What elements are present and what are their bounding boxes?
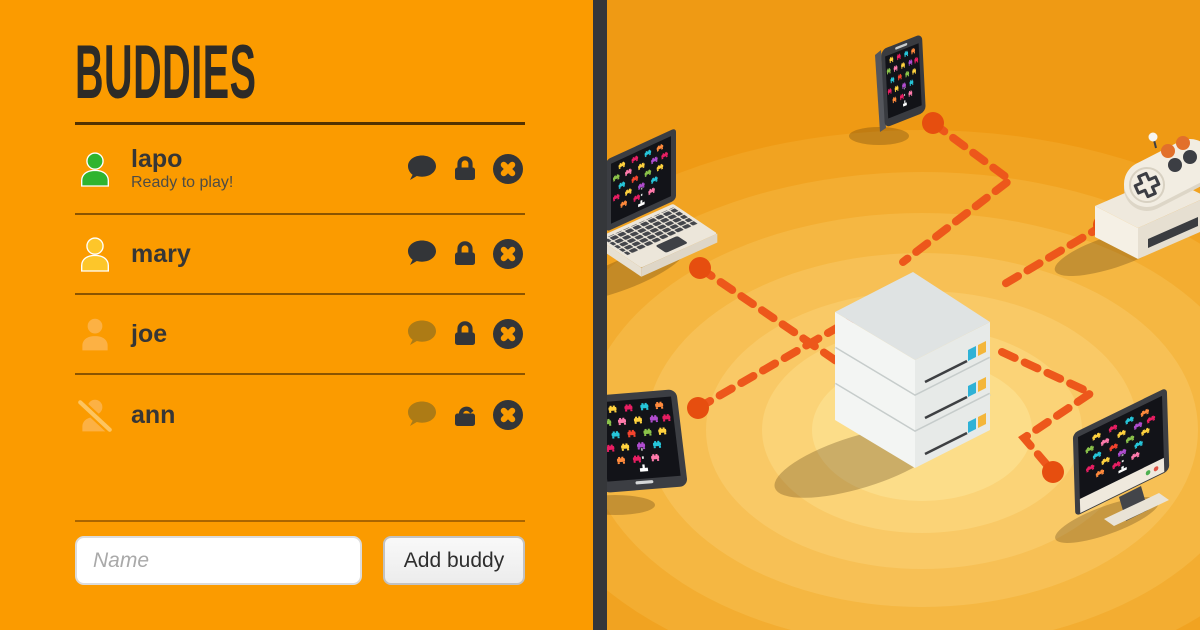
chat-icon[interactable] <box>405 237 439 271</box>
dpad-icon <box>1133 171 1161 199</box>
buddy-name-input[interactable] <box>75 536 362 585</box>
connection-tablet-server <box>694 314 858 412</box>
add-buddy-form: Add buddy <box>75 536 525 585</box>
remove-icon[interactable] <box>491 237 525 271</box>
laptop-icon <box>607 129 718 277</box>
connection-laptop-server <box>696 264 858 377</box>
panel-divider-bar <box>593 0 607 630</box>
game-console-icon <box>1095 132 1200 259</box>
connection-phone-server <box>899 119 1017 266</box>
form-divider <box>75 520 525 522</box>
buddy-row[interactable]: lapo Ready to play! <box>75 125 525 215</box>
user-icon-slashed <box>76 398 114 434</box>
buddy-name: mary <box>131 239 191 268</box>
panel-title: BUDDIES <box>75 30 257 115</box>
lock-icon[interactable] <box>448 237 482 271</box>
buddy-row[interactable]: mary <box>75 215 525 295</box>
chat-icon[interactable] <box>405 398 439 432</box>
unlock-icon[interactable] <box>448 398 482 432</box>
buddies-panel: BUDDIES lapo Ready to play! <box>0 0 593 630</box>
connection-controller-server <box>994 221 1108 292</box>
connection-server-monitor <box>998 348 1100 476</box>
user-icon-yellow <box>81 237 109 272</box>
lock-icon[interactable] <box>448 152 482 186</box>
buddy-list: lapo Ready to play! <box>75 125 525 455</box>
remove-icon[interactable] <box>491 398 525 432</box>
buddy-row[interactable]: joe <box>75 295 525 375</box>
buddy-name: joe <box>131 319 168 348</box>
buddy-name: ann <box>131 400 176 429</box>
buddy-status: Ready to play! <box>131 174 234 192</box>
title-divider <box>75 122 525 125</box>
buddy-name: lapo <box>131 144 183 173</box>
lock-icon[interactable] <box>448 317 482 351</box>
smartphone-icon <box>875 35 926 132</box>
remove-icon[interactable] <box>491 152 525 186</box>
chat-icon[interactable] <box>405 317 439 351</box>
user-icon-faded <box>82 318 108 351</box>
user-icon-green <box>81 152 109 187</box>
add-buddy-button[interactable]: Add buddy <box>383 536 525 585</box>
tablet-icon <box>607 389 687 493</box>
server-icon <box>834 272 991 468</box>
remove-icon[interactable] <box>491 317 525 351</box>
network-illustration <box>607 0 1200 630</box>
monitor-icon <box>1072 389 1170 526</box>
buddy-row[interactable]: ann <box>75 375 525 455</box>
chat-icon[interactable] <box>405 152 439 186</box>
